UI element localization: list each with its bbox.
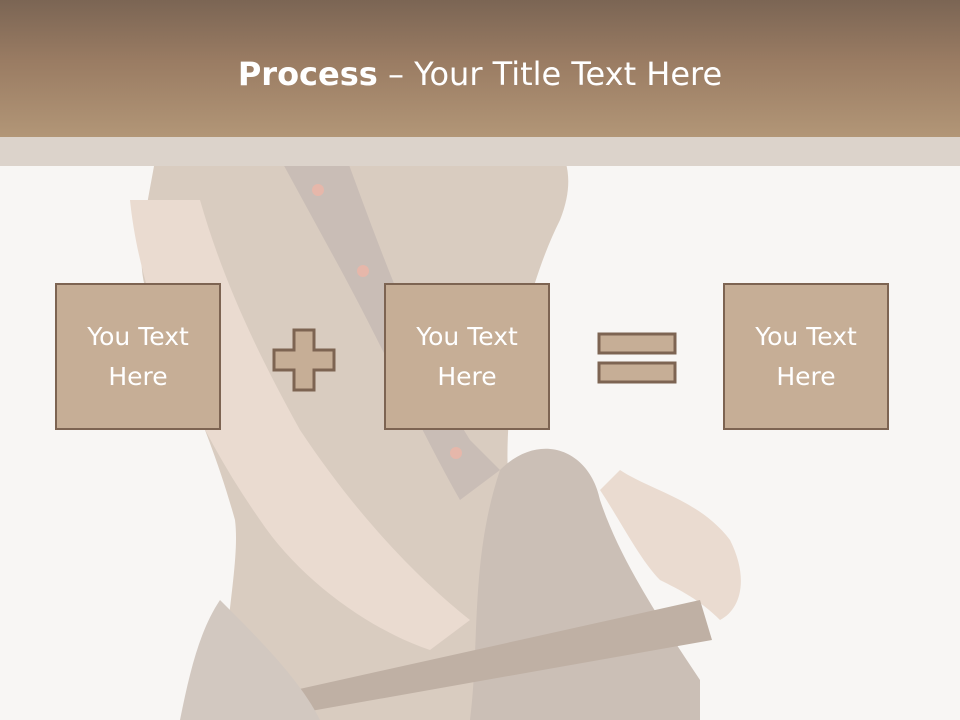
title-underline-strip [0, 137, 960, 166]
title-bar [0, 0, 960, 137]
process-box-3-text: You Text Here [755, 321, 857, 391]
slide-title[interactable]: Process – Your Title Text Here [0, 52, 960, 96]
process-box-2-text: You Text Here [416, 321, 518, 391]
title-bold: Process [237, 55, 378, 93]
title-rest: – Your Title Text Here [377, 55, 723, 93]
equals-icon [597, 332, 677, 384]
process-box-1-text: You Text Here [87, 321, 189, 391]
plus-icon [272, 328, 336, 392]
process-box-2[interactable]: You Text Here [384, 283, 550, 430]
process-box-3[interactable]: You Text Here [723, 283, 889, 430]
process-box-1[interactable]: You Text Here [55, 283, 221, 430]
